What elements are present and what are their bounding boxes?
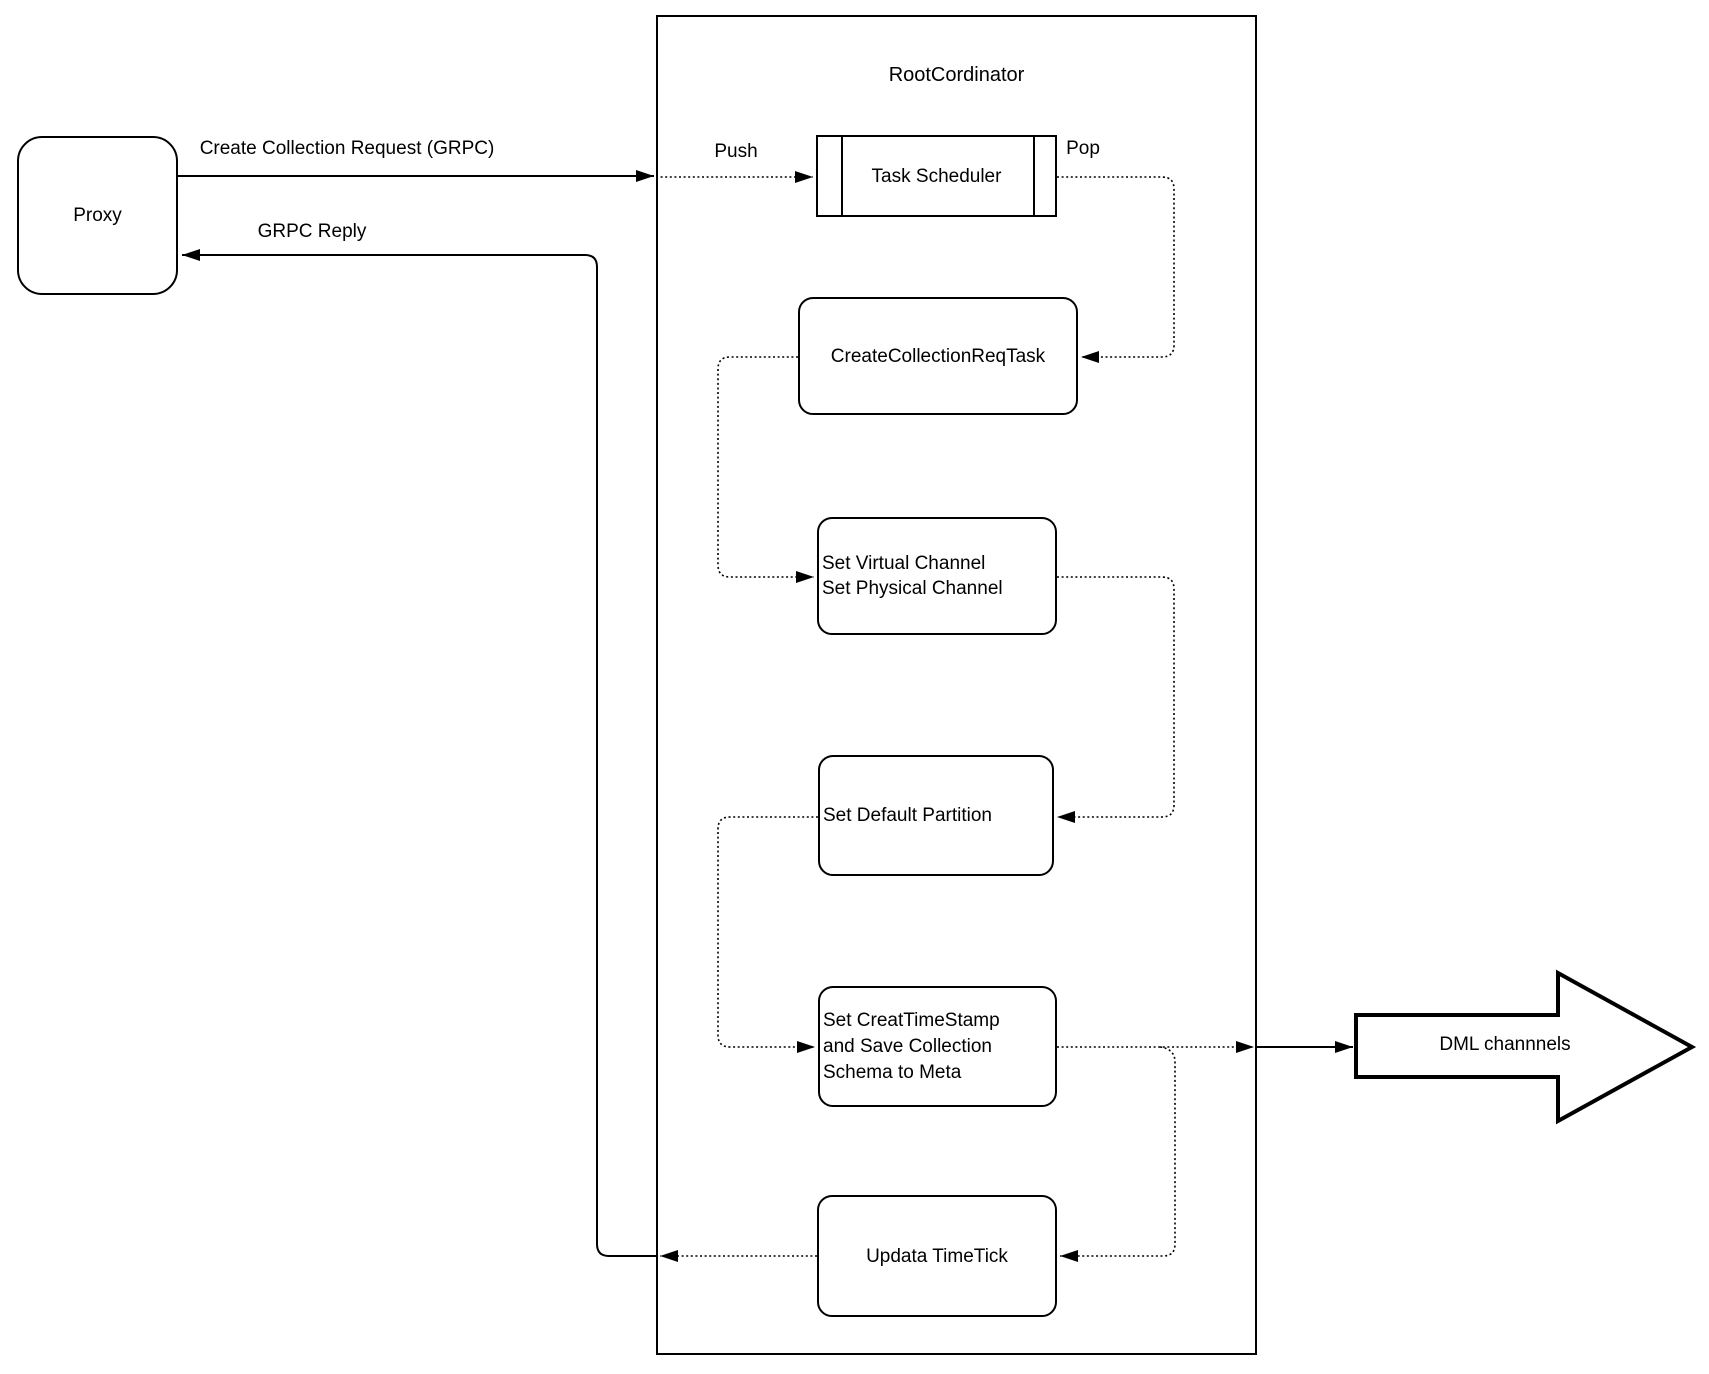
node-set-channels: Set Virtual Channel Set Physical Channel: [817, 517, 1057, 635]
edge-pop: [1057, 176, 1175, 363]
edge-partition-to-timestamp: [717, 816, 818, 1053]
set-creat-timestamp-line-3: Schema to Meta: [823, 1061, 962, 1083]
set-channels-line-2: Set Physical Channel: [822, 578, 1003, 599]
task-scheduler-right-bar: [1033, 137, 1035, 215]
node-proxy: Proxy: [17, 136, 178, 295]
edge-setchannels-to-partition: [1057, 576, 1175, 823]
edge-grpc-reply: [182, 249, 657, 1257]
node-set-creat-timestamp: Set CreatTimeStamp and Save Collection S…: [818, 986, 1057, 1107]
proxy-label: Proxy: [73, 205, 122, 226]
pop-label: Pop: [1066, 138, 1100, 159]
node-updata-timetick: Updata TimeTick: [817, 1195, 1057, 1317]
dml-channels-arrow-shape: [1354, 969, 1697, 1125]
task-scheduler-left-bar: [841, 137, 843, 215]
node-task-scheduler: Task Scheduler: [816, 135, 1057, 217]
create-collection-request-label: Create Collection Request (GRPC): [199, 138, 495, 159]
set-creat-timestamp-line-2: and Save Collection: [823, 1035, 992, 1057]
updata-timetick-label: Updata TimeTick: [866, 1245, 1008, 1267]
root-coordinator-container: RootCordinator: [656, 15, 1257, 1355]
node-create-collection-req-task: CreateCollectionReqTask: [798, 297, 1078, 415]
root-coordinator-title: RootCordinator: [888, 64, 1025, 86]
create-collection-req-task-label: CreateCollectionReqTask: [830, 345, 1046, 367]
edge-reqtask-to-setchannels: [717, 356, 814, 583]
set-channels-line-1: Set Virtual Channel: [822, 553, 986, 574]
push-label: Push: [714, 141, 758, 162]
node-set-default-partition: Set Default Partition: [818, 755, 1054, 876]
task-scheduler-label: Task Scheduler: [871, 165, 1002, 187]
grpc-reply-label: GRPC Reply: [257, 221, 367, 242]
dml-channels-label: DML channnels: [1439, 1034, 1571, 1055]
set-creat-timestamp-line-1: Set CreatTimeStamp: [823, 1009, 1000, 1031]
set-default-partition-label: Set Default Partition: [823, 805, 992, 826]
